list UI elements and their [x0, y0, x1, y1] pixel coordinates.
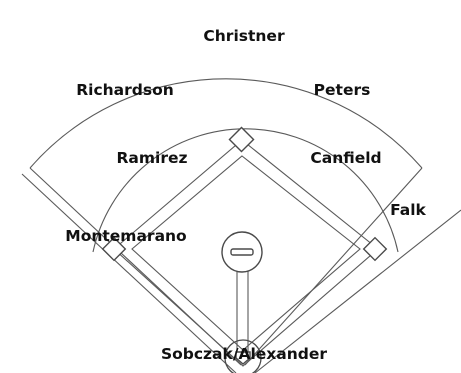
shortstop-player: Ramirez: [116, 149, 187, 167]
first-base: [364, 238, 387, 261]
right-field-player: Peters: [314, 81, 371, 99]
pitchers-rubber: [231, 249, 253, 255]
center-field-player: Christner: [203, 27, 285, 45]
battery-players: Sobczak/Alexander: [161, 345, 327, 363]
right-foul-line: [245, 168, 422, 365]
left-foul-line-inner: [22, 174, 236, 373]
third-base-player: Montemarano: [65, 227, 186, 245]
first-base-player: Falk: [390, 201, 426, 219]
second-base-player: Canfield: [310, 149, 381, 167]
left-field-player: Richardson: [76, 81, 174, 99]
